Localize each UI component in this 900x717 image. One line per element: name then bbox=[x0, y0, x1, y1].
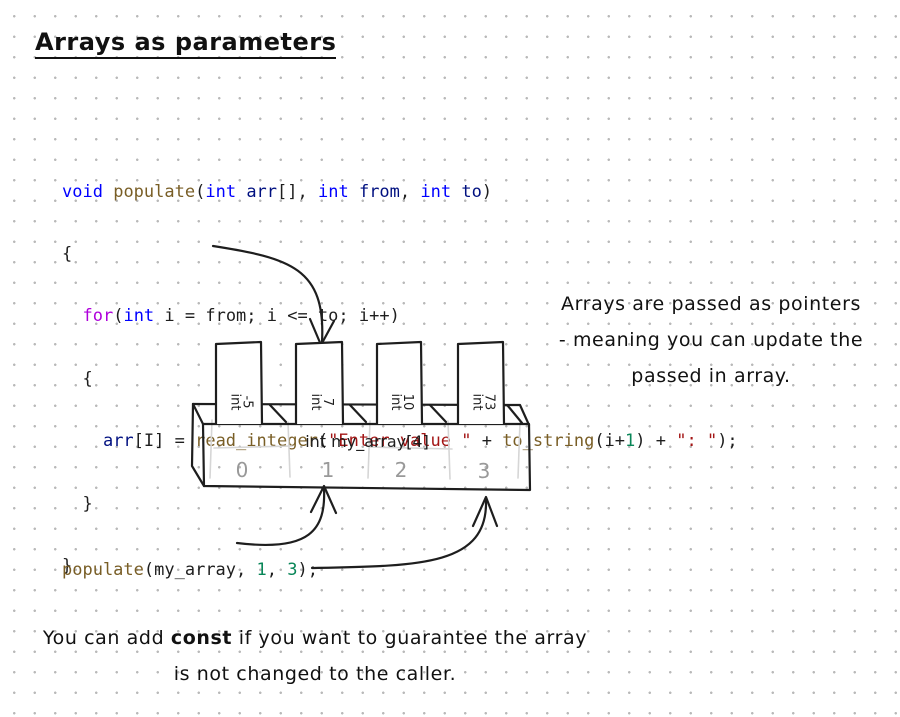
code-line-2: { bbox=[62, 243, 73, 264]
array-slot-value: 7 bbox=[320, 398, 335, 406]
array-index-0: 0 bbox=[236, 458, 249, 482]
code-token: arr bbox=[102, 431, 134, 452]
array-slot-type: int bbox=[308, 394, 323, 411]
array-slot-type: int bbox=[228, 394, 243, 411]
array-index-2: 2 bbox=[395, 458, 408, 482]
code-token: "Enter value " bbox=[328, 431, 472, 452]
page-title: Arrays as parameters bbox=[35, 28, 337, 59]
array-index-1: 1 bbox=[322, 458, 335, 482]
array-slot-value: -5 bbox=[240, 396, 255, 409]
array-label: int my_array[4] bbox=[305, 432, 429, 452]
code-token: ( bbox=[143, 560, 155, 580]
code-token: [], bbox=[277, 181, 318, 202]
code-token: ( bbox=[195, 181, 206, 202]
code-token: [I] = bbox=[133, 431, 196, 452]
note-pointers: Arrays are passed as pointers - meaning … bbox=[558, 293, 864, 387]
array-slot-type: int bbox=[388, 394, 403, 411]
code-token: to_string bbox=[502, 431, 595, 452]
code-token: from bbox=[358, 181, 400, 202]
code-token: ); bbox=[717, 431, 738, 452]
code-token: ": " bbox=[676, 431, 718, 452]
array-slot-value: 73 bbox=[482, 394, 497, 411]
code-token: populate bbox=[62, 560, 144, 580]
box-inner-sketch bbox=[209, 419, 521, 480]
code-token: int bbox=[420, 181, 452, 202]
note-const: You can add const if you want to guarant… bbox=[40, 620, 590, 692]
code-line-7: } bbox=[62, 555, 73, 576]
note-text: if you want to guarantee the array is no… bbox=[173, 627, 588, 685]
code-token: int bbox=[205, 181, 237, 202]
code-token: , bbox=[236, 560, 257, 580]
code-token: ) + bbox=[635, 431, 677, 452]
code-token: to bbox=[461, 181, 482, 202]
arrow-from-to-index bbox=[235, 486, 326, 547]
code-token: my_array bbox=[154, 560, 237, 580]
array-slot-value: 10 bbox=[400, 394, 415, 411]
code-token: int bbox=[317, 181, 349, 202]
array-index-3: 3 bbox=[478, 459, 491, 483]
code-token: 3 bbox=[287, 560, 298, 580]
code-line-1: void populate(int arr[], int from, int t… bbox=[62, 182, 738, 203]
code-line-3: for(int i = from; i <= to; i++) bbox=[62, 306, 738, 327]
code-token: 1 bbox=[625, 431, 636, 452]
code-token: ( bbox=[113, 306, 124, 327]
arrow-arr-to-cell bbox=[211, 244, 324, 344]
code-token: , bbox=[399, 181, 421, 202]
code-line-4: { bbox=[62, 368, 93, 389]
code-token: (i+ bbox=[594, 431, 626, 452]
code-token: for bbox=[82, 306, 114, 327]
note-text: You can add bbox=[42, 627, 171, 649]
code-token: ( bbox=[317, 431, 329, 452]
code-token: populate bbox=[113, 181, 196, 202]
code-block: void populate(int arr[], int from, int t… bbox=[62, 140, 738, 598]
code-token: arr bbox=[246, 181, 278, 202]
code-token: void bbox=[62, 181, 103, 202]
const-keyword: const bbox=[170, 627, 233, 649]
code-line-6: } bbox=[62, 493, 93, 514]
code-token: ) bbox=[481, 181, 493, 202]
call-code-line: populate(my_array, 1, 3); bbox=[62, 560, 318, 580]
code-token: ); bbox=[297, 560, 318, 580]
code-token: + bbox=[471, 431, 503, 452]
code-token: , bbox=[266, 560, 288, 580]
code-token: i = from; i <= to; i++) bbox=[154, 306, 400, 327]
arrow-to-to-index bbox=[310, 498, 488, 570]
array-slot-type: int bbox=[470, 394, 485, 411]
code-token: 1 bbox=[256, 560, 267, 580]
code-token: int bbox=[123, 306, 155, 327]
